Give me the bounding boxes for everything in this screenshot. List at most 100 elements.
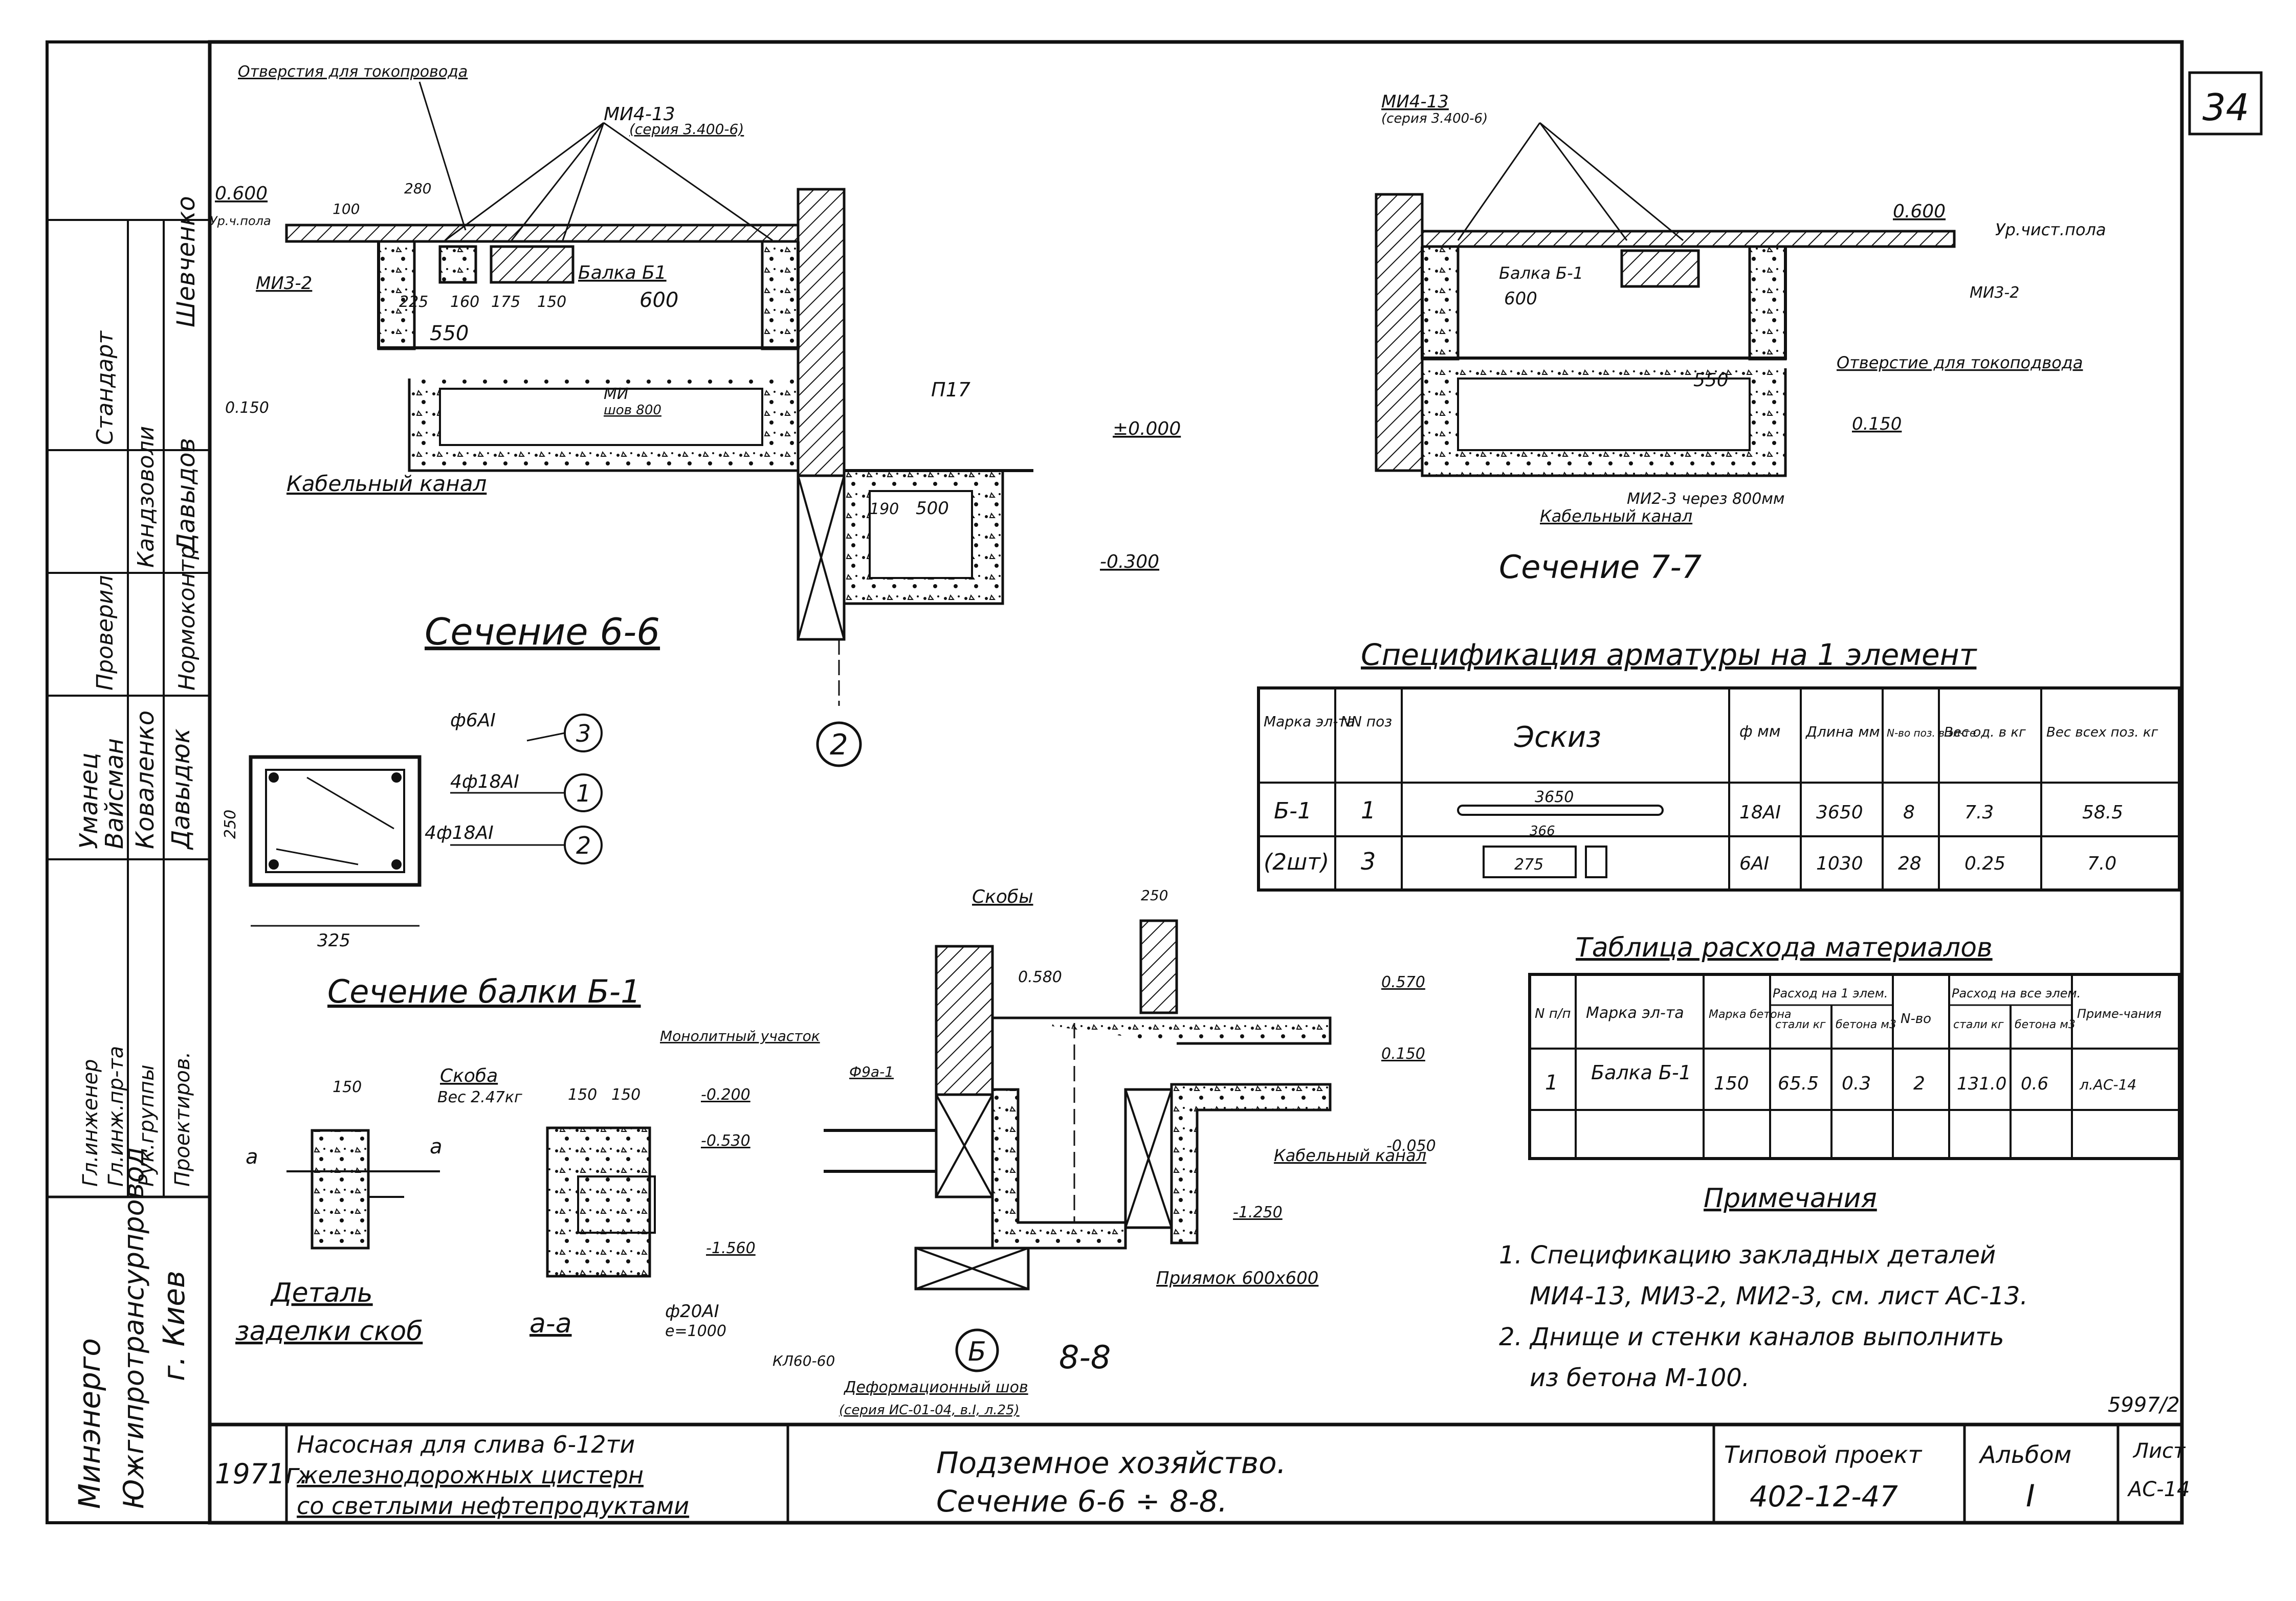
mat-r1-mark: Балка Б-1 bbox=[1591, 1061, 1691, 1084]
notes-line-3: 2. Днище и стенки каналов выполнить bbox=[1499, 1323, 2004, 1351]
lbl-mi3: МИ3-2 bbox=[256, 273, 312, 294]
beam-marker-3: 3 bbox=[576, 720, 591, 747]
materials-table: Таблица расхода материалов N п/п Марка э… bbox=[1528, 932, 2181, 1160]
org-city: г. Киев bbox=[157, 1271, 191, 1381]
aa-lbl-e1000: е=1000 bbox=[665, 1322, 726, 1340]
s88-lbl-brackets: Скобы bbox=[972, 886, 1033, 907]
s88-level-m0530: -0.530 bbox=[701, 1132, 750, 1150]
dim-100: 100 bbox=[333, 201, 360, 217]
tb-year: 1971г. bbox=[215, 1458, 308, 1490]
section-6-6-title: Сечение 6-6 bbox=[425, 610, 660, 653]
lbl77-floor: Ур.чист.пола bbox=[1995, 220, 2106, 239]
role-4: Проектиров. bbox=[171, 1052, 194, 1187]
spec-h-len: Длина мм bbox=[1805, 723, 1880, 740]
detail-lbl-a2: а bbox=[430, 1135, 443, 1159]
spec-r1-sketch: 3650 bbox=[1535, 788, 1574, 806]
s88-lbl-monolith: Монолитный участок bbox=[660, 1028, 820, 1044]
mat-r1-steelall: 131.0 bbox=[1957, 1074, 2006, 1094]
lbl-mi: МИ bbox=[604, 385, 628, 403]
detail-title-2: заделки скоб bbox=[235, 1316, 423, 1347]
spec-r1-mark: Б-1 bbox=[1274, 798, 1312, 824]
mat-r1-concall: 0.6 bbox=[2021, 1074, 2048, 1094]
sheet-number: 34 bbox=[2202, 86, 2249, 129]
s88-level-m0200: -0.200 bbox=[701, 1086, 750, 1104]
sheet-frame bbox=[46, 40, 2263, 1525]
tb-sheet-code: АС-14 bbox=[2127, 1478, 2190, 1501]
tb-drawing-2: Сечение 6-6 ÷ 8-8. bbox=[936, 1484, 1227, 1519]
section-a-a: 150 150 ф20АI е=1000 а-а bbox=[529, 1086, 726, 1340]
role-3: Рук.группы bbox=[135, 1064, 159, 1187]
name2-2: Давыдов bbox=[172, 438, 201, 553]
mat-r1-qty: 2 bbox=[1913, 1073, 1925, 1094]
spec-r2-sketch-top: 366 bbox=[1530, 824, 1555, 839]
mat-h-per1: Расход на 1 элем. bbox=[1773, 986, 1888, 1000]
tb-album-label: Альбом bbox=[1978, 1441, 2071, 1469]
spec-h-count: N-во поз. в эл-те bbox=[1887, 727, 1976, 739]
lbl-holes-1: Отверстия для токопровода bbox=[238, 63, 468, 81]
s88-level-m1250: -1.250 bbox=[1233, 1204, 1283, 1221]
mat-sh-4: бетона м3 bbox=[2015, 1018, 2076, 1031]
dim-500: 500 bbox=[916, 498, 949, 519]
spec-h-dia: ф мм bbox=[1739, 723, 1780, 741]
lbl-seam: шов 800 bbox=[604, 403, 661, 418]
mat-sh-3: стали кг bbox=[1953, 1018, 2004, 1031]
s88-level-m0050: -0.050 bbox=[1386, 1137, 1436, 1155]
mat-r1-steel1: 65.5 bbox=[1778, 1073, 1819, 1094]
spec-r1-w1: 7.3 bbox=[1964, 802, 1994, 823]
beam-dim-325: 325 bbox=[317, 930, 350, 951]
lbl77-hole: Отверстие для токоподвода bbox=[1837, 353, 2083, 372]
spec-h-mark: Марка эл-та bbox=[1264, 713, 1355, 730]
tb-object-3: со светлыми нефтепродуктами bbox=[297, 1492, 689, 1520]
mat-sh-2: бетона м3 bbox=[1836, 1018, 1896, 1031]
aa-dim-150a: 150 bbox=[568, 1086, 597, 1104]
lbl-mi4: МИ4-13 bbox=[604, 104, 675, 125]
dim-160: 160 bbox=[450, 293, 479, 311]
s88-lbl-0580: 0.580 bbox=[1018, 968, 1062, 986]
lbl-level-0150: 0.150 bbox=[225, 399, 269, 417]
mat-h-notes: Приме-чания bbox=[2077, 1007, 2161, 1021]
detail-lbl-weight: Вес 2.47кг bbox=[437, 1088, 522, 1106]
lbl-level-000: ±0.000 bbox=[1113, 418, 1181, 439]
tb-project-label: Типовой проект bbox=[1724, 1441, 1922, 1469]
left-strip: Минэнерго Южгипротрансурпровод г. Киев Г… bbox=[72, 196, 201, 1509]
tb-album-number: I bbox=[2026, 1478, 2035, 1514]
wall-7-7 bbox=[1375, 193, 1424, 472]
s88-lbl-kl: КЛ60-60 bbox=[772, 1352, 835, 1369]
mat-sh-1: стали кг bbox=[1775, 1018, 1826, 1031]
dim-190: 190 bbox=[870, 500, 899, 518]
tb-project-number: 402-12-47 bbox=[1750, 1480, 1898, 1514]
beam-lbl-4f18-a: 4ф18АI bbox=[450, 771, 519, 792]
mat-h-qty: N-во bbox=[1901, 1011, 1931, 1027]
dim-225: 225 bbox=[399, 293, 428, 311]
dim77-550: 550 bbox=[1693, 370, 1729, 391]
lbl-level-m0300: -0.300 bbox=[1100, 551, 1159, 572]
org-institute: Южгипротрансурпровод bbox=[118, 1147, 150, 1509]
detail-lbl-a1: а bbox=[246, 1145, 258, 1169]
beam-b1 bbox=[490, 245, 575, 284]
name-3: Коваленко bbox=[131, 710, 160, 849]
spec-h-wall: Вес всех поз. кг bbox=[2046, 725, 2158, 740]
beam-dim-250: 250 bbox=[222, 810, 239, 839]
spec-r2-count: 28 bbox=[1898, 853, 1922, 874]
mat-h-n: N п/п bbox=[1535, 1006, 1571, 1021]
spec-r2-w1: 0.25 bbox=[1964, 853, 2005, 874]
lbl77-cable: Кабельный канал bbox=[1540, 506, 1692, 526]
detail-anchors: Скоба Вес 2.47кг а а 150 Деталь заделки … bbox=[235, 1065, 522, 1347]
spec-h-w1: Вес од. в кг bbox=[1944, 725, 2026, 740]
s88-level-0150: 0.150 bbox=[1381, 1045, 1425, 1063]
dim77-600: 600 bbox=[1504, 288, 1537, 309]
mat-r1-notes: л.АС-14 bbox=[2079, 1076, 2136, 1093]
tb-drawing-1: Подземное хозяйство. bbox=[936, 1446, 1286, 1480]
lbl77-series: (серия 3.400-6) bbox=[1381, 111, 1488, 126]
mat-title: Таблица расхода материалов bbox=[1576, 932, 1993, 963]
tb-object-1: Насосная для слива 6-12ти bbox=[297, 1431, 635, 1458]
spec-r2-mark: (2шт) bbox=[1264, 849, 1329, 875]
lbl77-mi2: МИ2-3 через 800мм bbox=[1627, 490, 1785, 508]
spec-title: Спецификация арматуры на 1 элемент bbox=[1361, 637, 1978, 672]
role2-3: Нормоконтр bbox=[174, 545, 200, 691]
section-7-7-title: Сечение 7-7 bbox=[1499, 548, 1702, 586]
spec-r1-count: 8 bbox=[1903, 802, 1915, 823]
spec-r1-wall: 58.5 bbox=[2082, 802, 2123, 823]
org-minenergo: Минэнерго bbox=[72, 1338, 107, 1509]
mat-r1-n: 1 bbox=[1545, 1071, 1558, 1095]
